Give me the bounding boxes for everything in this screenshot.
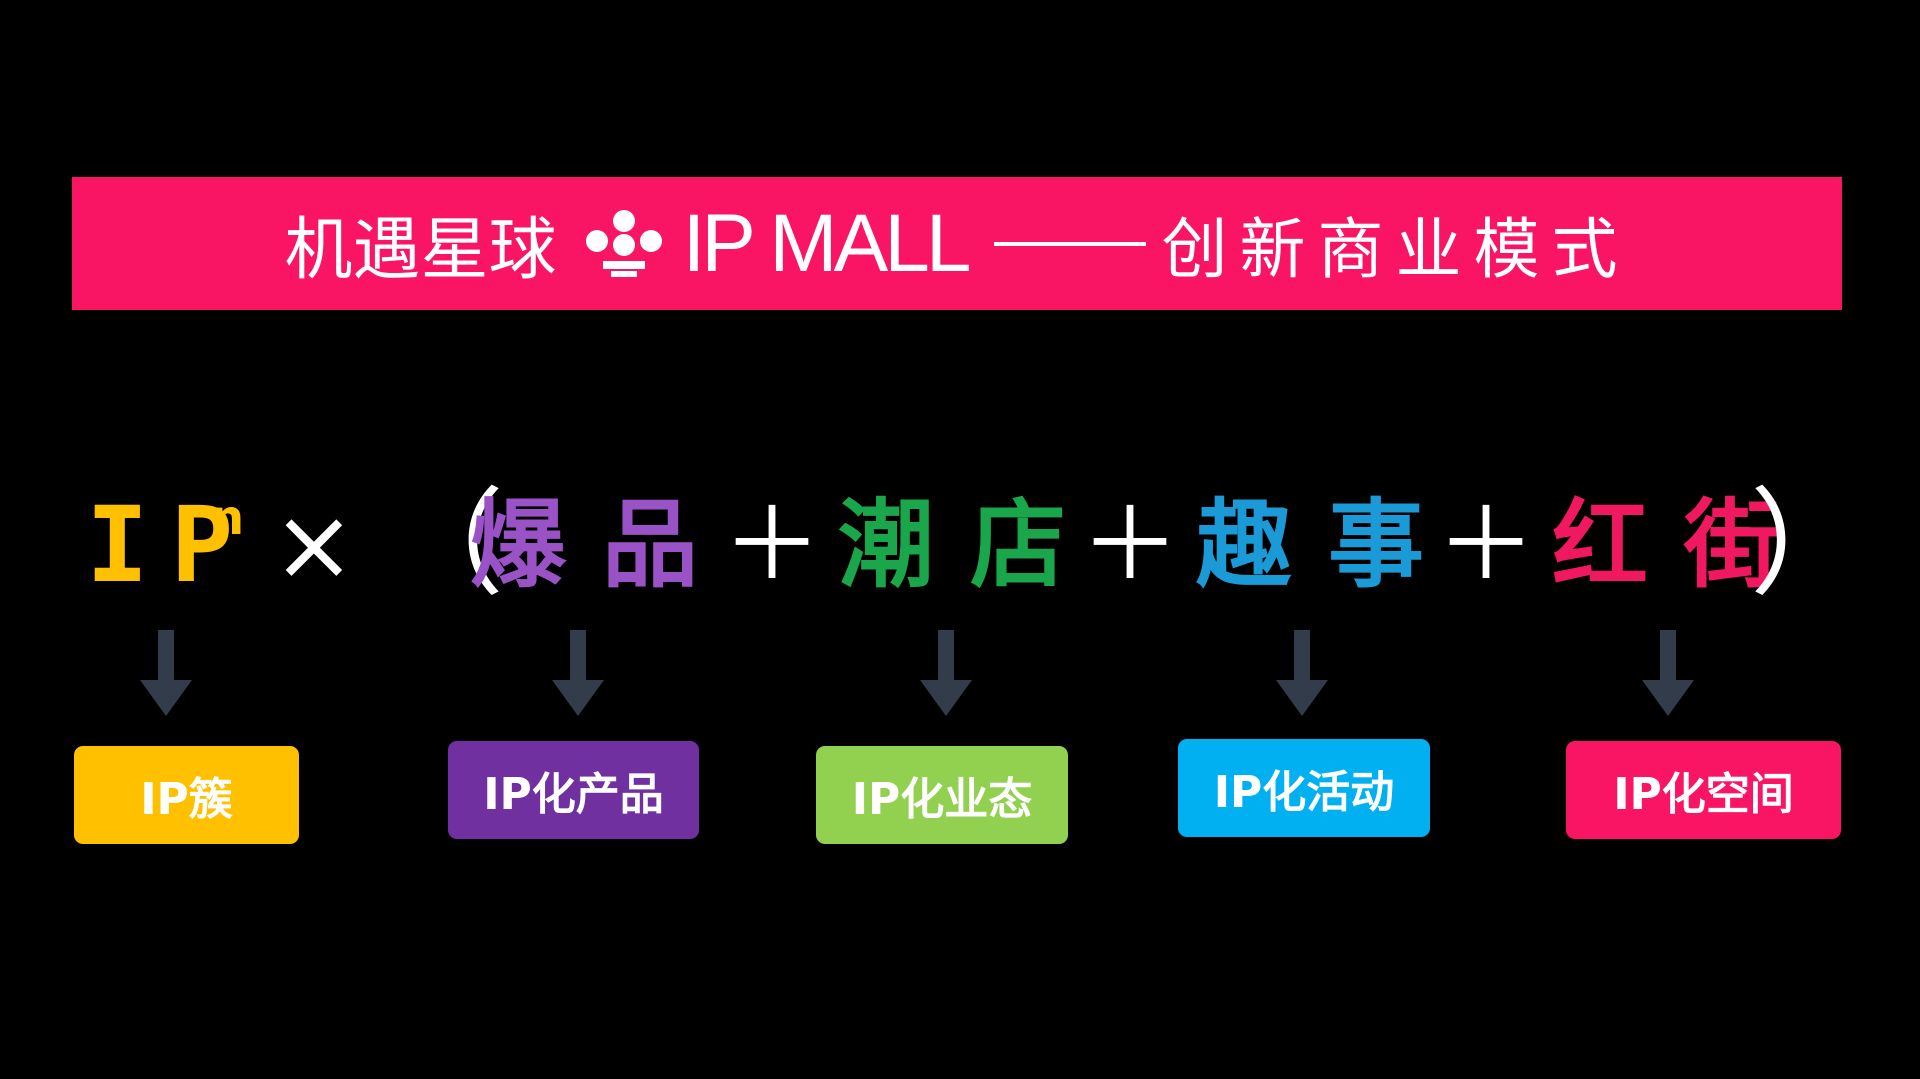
banner-dash-divider	[993, 241, 1146, 246]
brand-logo-icon	[585, 209, 662, 277]
box-ip-activity: IP化活动	[1178, 739, 1430, 837]
down-arrow-icon	[1642, 630, 1694, 716]
formula-term-chaodian: 潮店	[838, 489, 1102, 601]
formula-ip: IP	[86, 484, 256, 606]
down-arrow-icon	[140, 630, 192, 716]
banner-slogan: 创新商业模式	[1161, 210, 1630, 288]
title-banner: 机遇星球 IP MALL 创新商业模式	[72, 177, 1842, 310]
box-ip-cluster: IP簇	[74, 746, 299, 844]
down-arrow-icon	[552, 630, 604, 716]
formula-plus-2: ＋	[1080, 486, 1180, 603]
formula-row: IP n × （ 爆品 ＋ 潮店 ＋ 趣事 ＋ 红街 ）	[0, 480, 1920, 610]
brand-name-en: IP MALL	[682, 197, 972, 289]
formula-term-qushi: 趣事	[1196, 489, 1460, 601]
formula-exponent: n	[210, 490, 245, 546]
box-ip-space: IP化空间	[1566, 741, 1841, 839]
box-ip-format: IP化业态	[816, 746, 1068, 844]
brand-name-cn: 机遇星球	[284, 211, 557, 290]
formula-close-paren: ）	[1750, 477, 1866, 612]
formula-term-hongjie: 红街	[1552, 489, 1816, 601]
formula-plus-3: ＋	[1436, 486, 1536, 603]
box-ip-product: IP化产品	[448, 741, 699, 839]
down-arrow-icon	[1276, 630, 1328, 716]
formula-term-baopin: 爆品	[470, 489, 734, 601]
down-arrow-icon	[920, 630, 972, 716]
formula-plus-1: ＋	[722, 486, 822, 603]
formula-times: ×	[272, 486, 356, 603]
formula-open-paren: （	[388, 477, 504, 612]
